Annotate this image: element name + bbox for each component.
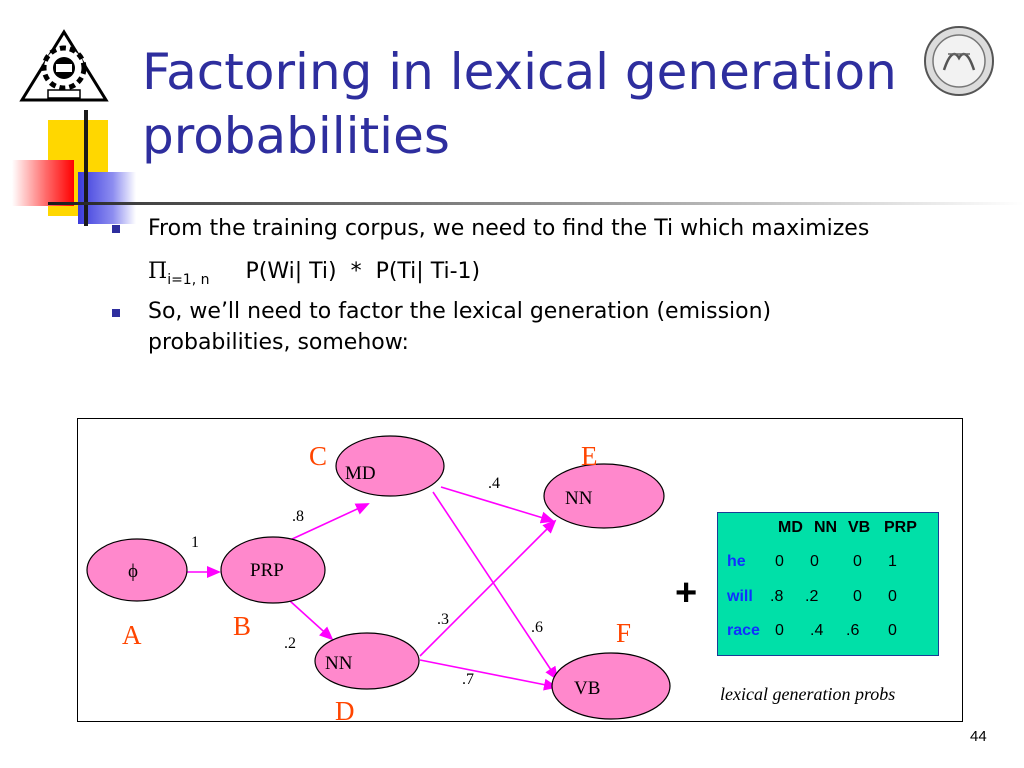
plus-sign: + [675,572,698,614]
table-cell: 0 [888,622,897,639]
node-vb [551,652,671,720]
node-letter: D [335,696,355,726]
edge-label: 1 [191,534,199,551]
formula-subscript: i=1, n [167,272,210,288]
node-letter: F [616,618,631,648]
edge-prp-nn [289,600,334,641]
table-cell: 0 [853,553,862,570]
table-row: race 0 .4 .6 0 [718,622,938,646]
node-letter: C [309,441,327,471]
diagram-frame [77,418,963,722]
table-row: he 0 0 0 1 [718,553,938,577]
table-cell: 1 [888,553,897,570]
decorative-vertical-line [84,110,88,226]
node-letter: A [122,620,142,650]
edge-label: .2 [284,635,296,652]
edge-label: .3 [437,611,449,628]
page-number: 44 [970,728,987,745]
node-nn-e [543,463,665,529]
table-header: VB [848,519,871,536]
bullet-marker [112,309,120,317]
edge-label: .8 [292,508,304,525]
table-cell: 0 [888,588,897,605]
title-underline [48,202,1024,205]
formula-expression: P(Wi| Ti) * P(Ti| Ti-1) [245,259,481,284]
node-label: PRP [250,560,284,581]
table-row: will .8 .2 0 0 [718,588,938,612]
edge-label: .7 [462,671,474,688]
table-cell: 0 [775,553,784,570]
formula: Πi=1, n P(Wi| Ti) * P(Ti| Ti-1) [148,256,480,296]
university-gear-logo [19,29,109,102]
edge-nn-vb [419,659,558,691]
node-label: VB [574,678,600,699]
table-header: NN [814,519,838,536]
row-word: he [727,553,746,570]
bullet-2-line-1: So, we’ll need to factor the lexical gen… [148,299,772,324]
slide-title: Factoring in lexical generation probabil… [142,40,1002,168]
edge-label: .6 [531,619,543,636]
edge-nn-nn [419,519,557,657]
title-line-1: Factoring in lexical generation [142,43,897,101]
node-nn-d [314,632,420,690]
row-word: will [727,588,753,605]
table-cell: 0 [775,622,784,639]
edge-md-vb [432,491,559,681]
edge-prp-md [289,503,370,541]
node-letter: B [233,611,251,641]
table-cell: .8 [770,588,784,605]
title-line-2: probabilities [142,107,450,165]
table-header: PRP [884,519,917,536]
table-caption: lexical generation probs [720,684,896,704]
table-cell: 0 [853,588,862,605]
node-letter: E [581,441,598,471]
node-phi [86,538,188,602]
table-cell: .2 [805,588,819,605]
table-header-row: MD NN VB PRP [718,519,938,543]
node-label: NN [565,488,593,509]
bullet-marker [112,225,120,233]
bullet-2-line-2: probabilities, somehow: [148,330,409,355]
lexical-probability-table: MD NN VB PRP he 0 0 0 1 will .8 .2 0 0 r… [717,512,939,656]
table-cell: .4 [810,622,824,639]
node-prp [220,536,326,604]
table-cell: .6 [846,622,860,639]
edge-label: .4 [488,475,500,492]
bullet-1-text: From the training corpus, we need to fin… [148,216,870,241]
product-symbol: Π [148,259,168,284]
edge-md-nn [440,486,555,524]
bullet-2-text: So, we’ll need to factor the lexical gen… [148,296,771,358]
decorative-red-block [12,160,74,206]
table-header: MD [778,519,803,536]
university-seal-logo [924,26,994,96]
node-label: NN [325,653,353,674]
row-word: race [727,622,760,639]
table-cell: 0 [810,553,819,570]
node-md [335,435,445,497]
node-label: ϕ [128,561,138,582]
node-label: MD [345,463,376,484]
